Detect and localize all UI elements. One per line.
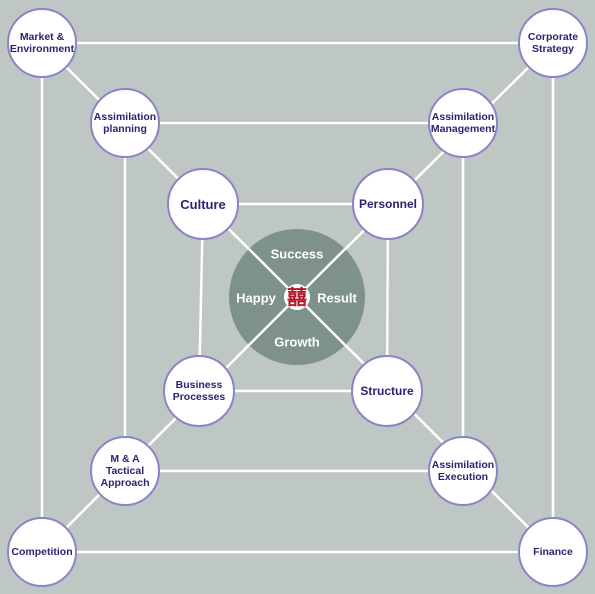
node-assimilation-execution: Assimilation Execution bbox=[428, 436, 498, 506]
node-corporate-strategy: Corporate Strategy bbox=[518, 8, 588, 78]
node-assimilation-planning: Assimilation planning bbox=[90, 88, 160, 158]
node-business-processes: Business Processes bbox=[163, 355, 235, 427]
node-structure: Structure bbox=[351, 355, 423, 427]
node-market-environment: Market & Environment bbox=[7, 8, 77, 78]
node-personnel: Personnel bbox=[352, 168, 424, 240]
node-finance: Finance bbox=[518, 517, 588, 587]
node-competition: Competition bbox=[7, 517, 77, 587]
node-culture: Culture bbox=[167, 168, 239, 240]
node-assimilation-management: Assimilation Management bbox=[428, 88, 498, 158]
node-ma-tactical-approach: M & A Tactical Approach bbox=[90, 436, 160, 506]
center-label-result: Result bbox=[317, 290, 357, 306]
center-label-growth: Growth bbox=[274, 334, 320, 350]
center-label-success: Success bbox=[270, 246, 324, 262]
double-happiness-icon: 囍 bbox=[284, 284, 310, 310]
center-label-happy: Happy bbox=[236, 290, 276, 306]
